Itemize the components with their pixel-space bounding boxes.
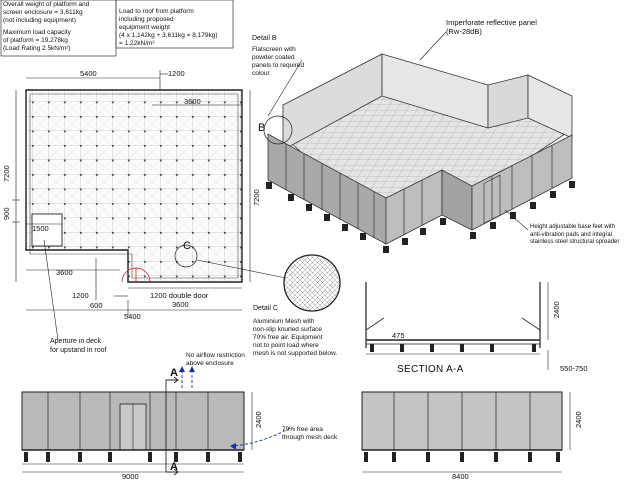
isometric-view [263, 31, 575, 253]
dim-3600-b2: 3600 [172, 300, 189, 309]
dim-475: 475 [392, 331, 405, 340]
note-no-airflow: No airflow restriction above enclosure [186, 352, 245, 367]
note-aperture: Aperture in deck for upstand in roof [50, 338, 107, 354]
dim-3600-bottom: 3600 [56, 268, 73, 277]
detail-b-text: Flatscreen with powder coated panels to … [252, 46, 305, 77]
dim-5400-bottom: 5400 [124, 312, 141, 321]
note-roof-load: Load to roof from platform including pro… [119, 8, 218, 47]
dim-8400: 8400 [452, 472, 469, 481]
note-platform-weight: Overall weight of platform and screen en… [3, 1, 90, 24]
detail-c-text: Aluminium Mesh with non-slip knurled sur… [253, 318, 338, 357]
note-base-feet: Height adjustable base feet with anti-vi… [530, 224, 620, 245]
dim-1200-top: 1200 [168, 69, 185, 78]
dim-1500: 1500 [32, 224, 49, 233]
dim-2400-elev1: 2400 [254, 411, 263, 428]
callout-c: C [183, 240, 192, 252]
dim-3600-top: 3600 [184, 97, 201, 106]
plan-view [12, 70, 251, 341]
dim-550-750: 550-750 [560, 364, 588, 373]
note-box-frames [0, 0, 234, 57]
section-marker-a-bottom: A [170, 461, 179, 473]
elevation-right [361, 391, 571, 473]
callout-b: B [258, 122, 266, 134]
detail-c-mesh [283, 254, 341, 312]
dim-5400-top: 5400 [80, 69, 97, 78]
dim-7200-left: 7200 [2, 165, 11, 182]
dim-9000: 9000 [122, 472, 139, 481]
detail-b-title: Detail B [252, 35, 277, 42]
note-imperforate-panel: Imperforate reflective panel (Rw-28dB) [446, 18, 537, 36]
dim-2400-section: 2400 [552, 301, 561, 318]
dim-600: 600 [90, 301, 103, 310]
section-marker-a-top: A [170, 367, 179, 379]
note-max-load: Maximum load capacity of platform = 19,2… [3, 29, 71, 52]
note-free-area: 70% free area through mesh deck [282, 426, 338, 441]
dim-double-door: 1200 double door [150, 291, 209, 300]
dim-7200-right: 7200 [252, 189, 261, 206]
elevation-left [21, 376, 253, 476]
dim-1200-bottom: 1200 [72, 291, 89, 300]
dim-2400-elev2: 2400 [574, 411, 583, 428]
section-title: SECTION A-A [397, 364, 464, 375]
dim-900: 900 [2, 207, 11, 220]
detail-c-title: Detail C [253, 305, 278, 312]
section-a-a [365, 282, 549, 370]
